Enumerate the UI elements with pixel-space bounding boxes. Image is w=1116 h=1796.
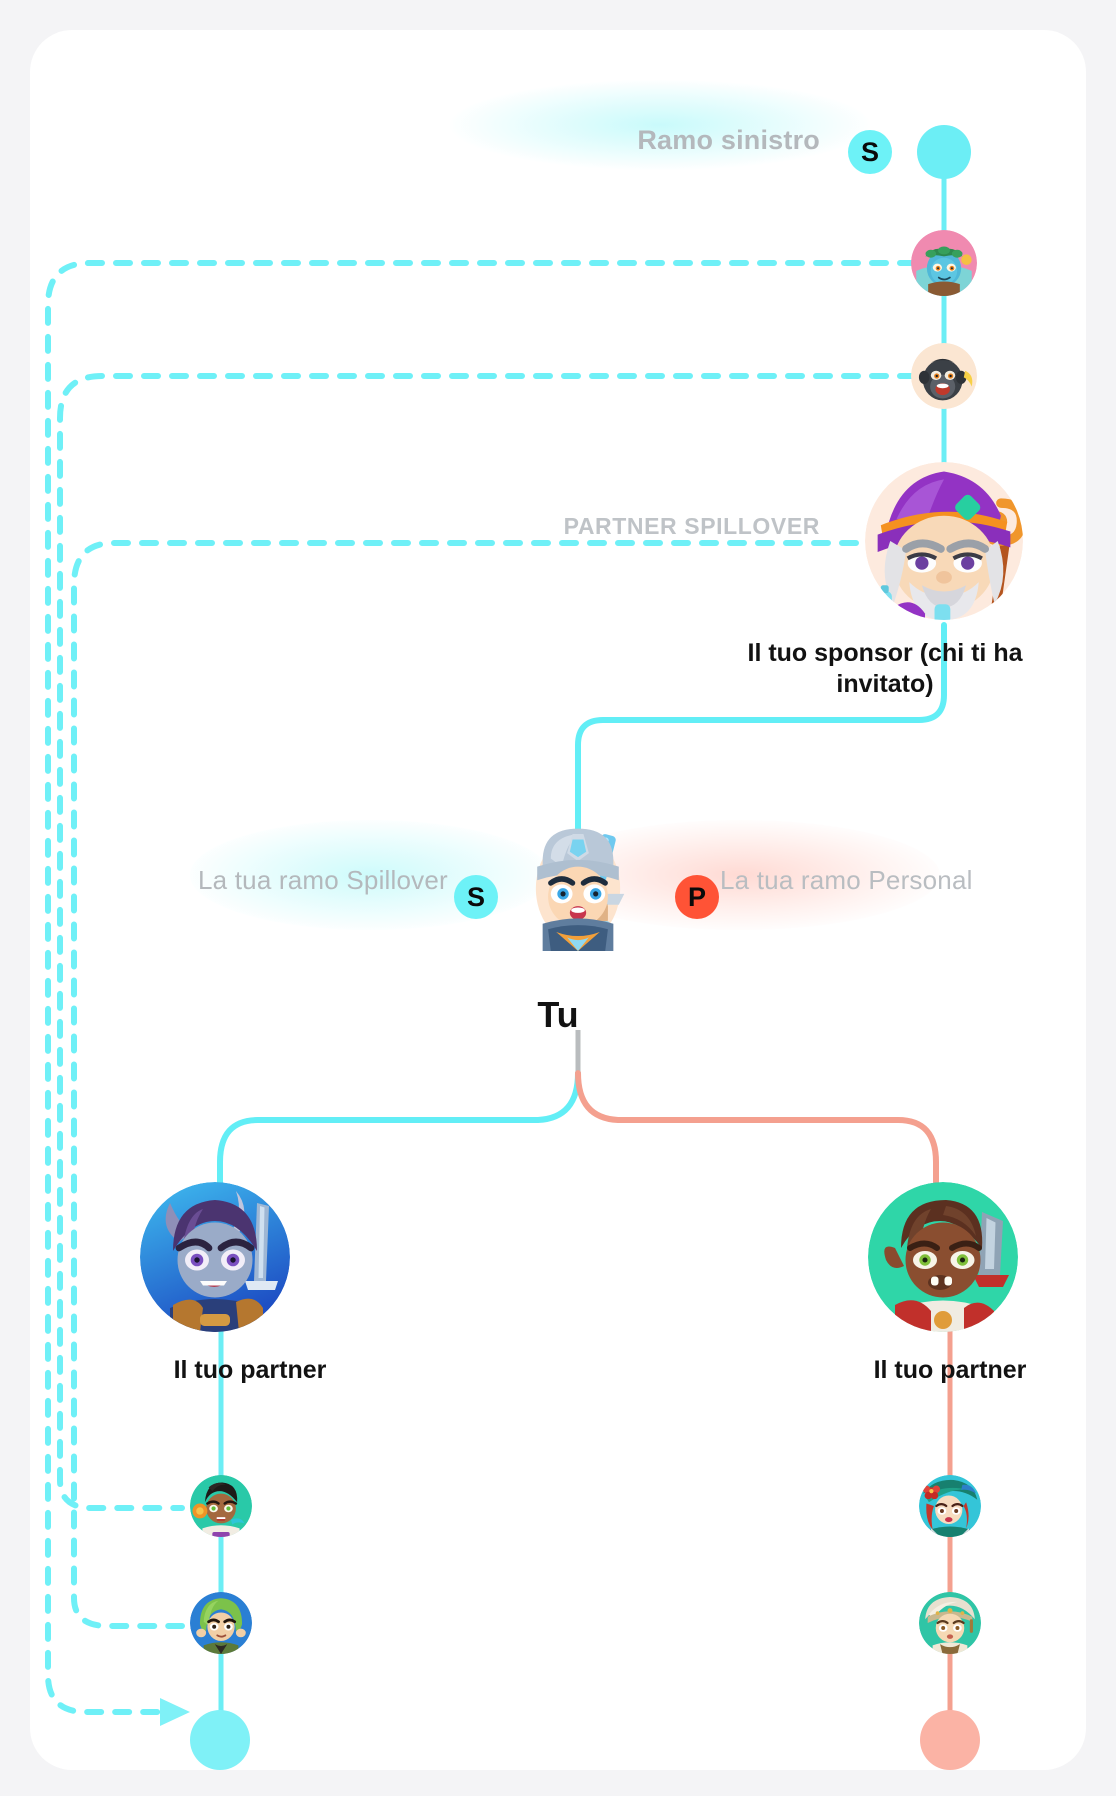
upline-avatar-gorilla[interactable] (911, 343, 977, 409)
downline-right-avatar-1[interactable] (919, 1475, 981, 1537)
dashed-spillover-feed-3 (71, 540, 859, 1629)
left-branch-title: Ramo sinistro (637, 125, 820, 155)
dashed-spillover-feed-1 (45, 260, 917, 1715)
downline-left-avatar-1[interactable] (190, 1475, 252, 1537)
personal-placeholder-dot-bottom[interactable] (920, 1710, 980, 1770)
partner-right-label: Il tuo partner (873, 1356, 1027, 1384)
dashed-spillover-feed-2 (57, 373, 917, 1511)
partner-left-avatar-blue-warrior[interactable] (140, 1182, 290, 1332)
wire-you-to-partner-right (575, 1070, 939, 1201)
wire-you-to-partner-left (217, 1070, 581, 1201)
spillover-arrow-icon (160, 1698, 190, 1726)
your-spillover-branch-label: La tua ramo Spillover (198, 865, 448, 895)
downline-left-avatar-2[interactable] (190, 1592, 252, 1654)
spillover-placeholder-dot-top[interactable] (917, 125, 971, 179)
sponsor-avatar-wizard[interactable] (865, 462, 1023, 620)
upline-avatar-tribal-shaman[interactable] (911, 230, 977, 296)
downline-right-avatar-2[interactable] (919, 1592, 981, 1654)
partner-left-label: Il tuo partner (173, 1356, 327, 1384)
spillover-placeholder-dot-bottom[interactable] (190, 1710, 250, 1770)
spillover-badge-top[interactable]: S (848, 130, 892, 174)
sponsor-label: Il tuo sponsor (chi ti ha invitato) (747, 639, 1023, 698)
your-personal-branch-label: La tua ramo Personal (720, 865, 973, 895)
spillover-badge-mid[interactable]: S (454, 875, 498, 919)
you-label: Tu (537, 994, 579, 1035)
personal-badge-mid[interactable]: P (675, 875, 719, 919)
you-avatar-knight[interactable] (510, 815, 646, 951)
diagram-card: Ramo sinistro PARTNER SPILLOVER Il tuo s… (30, 30, 1086, 1770)
partner-right-avatar-orc-warrior[interactable] (868, 1182, 1018, 1332)
partner-spillover-label: PARTNER SPILLOVER (563, 513, 820, 539)
